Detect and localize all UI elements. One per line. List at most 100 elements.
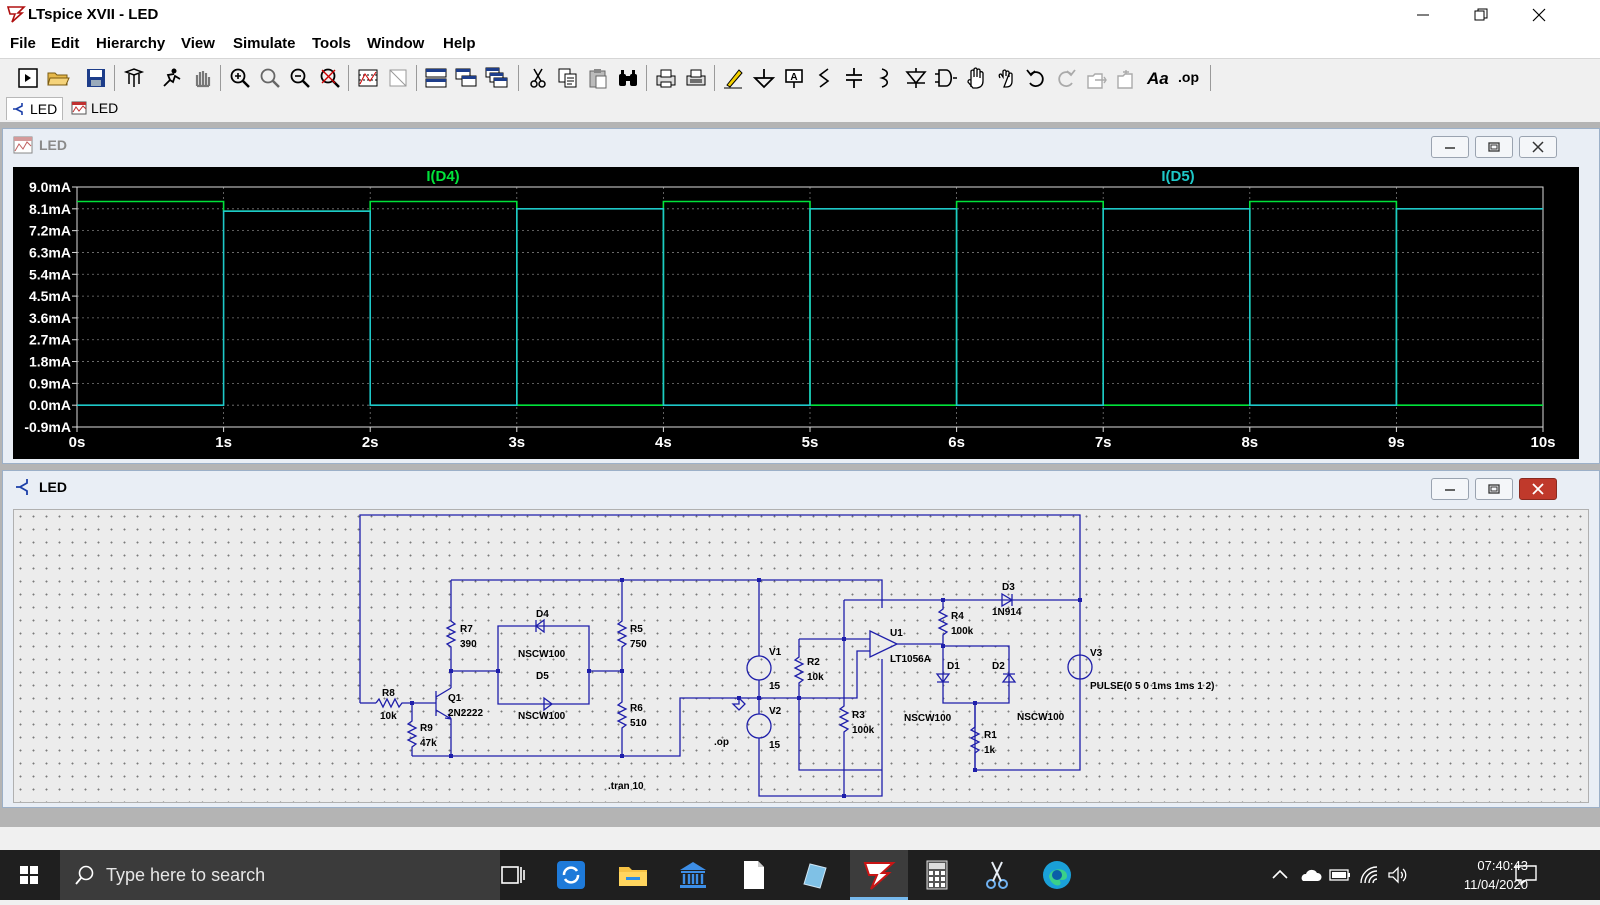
- edge-icon[interactable]: [1040, 858, 1074, 892]
- sync-icon[interactable]: [554, 858, 588, 892]
- redo-icon[interactable]: [1054, 66, 1078, 90]
- transistor-q1[interactable]: [435, 671, 452, 756]
- print-icon[interactable]: [654, 66, 678, 90]
- ground-icon[interactable]: [752, 66, 776, 90]
- tile-vertical-icon[interactable]: [454, 66, 478, 90]
- print-preview-icon[interactable]: [684, 66, 708, 90]
- voltage-source-v1[interactable]: [746, 655, 772, 681]
- tab-waveform[interactable]: LED: [66, 97, 123, 119]
- ltspice-taskbar-button[interactable]: [850, 850, 908, 900]
- inductor-icon[interactable]: [872, 66, 896, 90]
- schematic-drawing[interactable]: R8 10k R9 47k Q1 2N2222 R7 390 D4 NSCW10…: [14, 510, 1588, 802]
- paste-icon[interactable]: [586, 66, 610, 90]
- tile-horizontal-icon[interactable]: [424, 66, 448, 90]
- menu-view[interactable]: View: [181, 35, 215, 52]
- resistor-r4[interactable]: [937, 600, 1010, 770]
- drag-icon[interactable]: [994, 66, 1018, 90]
- text-icon[interactable]: Aa: [1146, 66, 1170, 90]
- menu-help[interactable]: Help: [443, 35, 476, 52]
- voltage-source-v3[interactable]: [1067, 654, 1093, 680]
- minimize-button[interactable]: [1394, 0, 1452, 30]
- led-d1[interactable]: [935, 673, 951, 684]
- find-icon[interactable]: [616, 66, 640, 90]
- notepad-icon[interactable]: [736, 858, 770, 892]
- bank-icon[interactable]: [676, 858, 710, 892]
- led-d4[interactable]: [534, 618, 545, 634]
- waveform-minimize-button[interactable]: [1431, 136, 1469, 158]
- menu-edit[interactable]: Edit: [51, 35, 80, 52]
- resistor-r3[interactable]: [838, 600, 850, 796]
- file-explorer-icon[interactable]: [616, 858, 650, 892]
- waveform-close-button[interactable]: [1519, 136, 1557, 158]
- schematic-minimize-button[interactable]: [1431, 478, 1469, 500]
- schematic-maximize-button[interactable]: [1475, 478, 1513, 500]
- fft-icon[interactable]: [386, 66, 410, 90]
- voltage-source-v2[interactable]: [746, 713, 772, 739]
- mirror-icon[interactable]: [1114, 66, 1138, 90]
- cut-icon[interactable]: [526, 66, 550, 90]
- start-button[interactable]: [0, 850, 58, 900]
- undo-icon[interactable]: [1024, 66, 1048, 90]
- opamp-u1[interactable]: [869, 629, 899, 659]
- menu-hierarchy[interactable]: Hierarchy: [96, 35, 166, 52]
- autorange-icon[interactable]: [356, 66, 380, 90]
- menu-file[interactable]: File: [10, 35, 36, 52]
- label-net-icon[interactable]: A: [782, 66, 806, 90]
- zoom-in-icon[interactable]: [228, 66, 252, 90]
- capacitor-icon[interactable]: [842, 66, 866, 90]
- y-tick-label: 8.1mA: [29, 201, 71, 217]
- spice-directive-icon[interactable]: .op: [1176, 66, 1200, 90]
- new-schematic-icon[interactable]: [16, 66, 40, 90]
- chevron-up-icon[interactable]: [1270, 866, 1290, 884]
- zoom-pan-icon[interactable]: [258, 66, 282, 90]
- resistor-icon[interactable]: [812, 66, 836, 90]
- paint-icon[interactable]: [798, 858, 832, 892]
- rotate-icon[interactable]: [1084, 66, 1108, 90]
- resistor-r2[interactable]: [793, 639, 882, 771]
- led-d2[interactable]: [1001, 672, 1017, 683]
- resistor-r8[interactable]: [375, 697, 436, 709]
- schematic-canvas[interactable]: R8 10k R9 47k Q1 2N2222 R7 390 D4 NSCW10…: [13, 509, 1589, 803]
- component-icon[interactable]: [934, 66, 958, 90]
- resistor-r5-r6[interactable]: [616, 580, 628, 756]
- onedrive-icon[interactable]: [1298, 866, 1322, 884]
- move-icon[interactable]: [964, 66, 988, 90]
- diode-d3[interactable]: [1001, 592, 1014, 608]
- led-d5[interactable]: [543, 696, 554, 712]
- volume-icon[interactable]: [1386, 865, 1410, 885]
- calculator-icon[interactable]: [920, 858, 954, 892]
- schematic-close-button[interactable]: [1519, 478, 1557, 500]
- close-button[interactable]: [1510, 0, 1568, 30]
- taskbar-search[interactable]: Type here to search: [60, 850, 500, 900]
- menu-simulate[interactable]: Simulate: [233, 35, 296, 52]
- schematic-window-titlebar[interactable]: LED: [3, 471, 1599, 503]
- draw-wire-icon[interactable]: [722, 66, 746, 90]
- save-icon[interactable]: [84, 66, 108, 90]
- menu-window[interactable]: Window: [367, 35, 425, 52]
- clock-date[interactable]: 11/04/2020: [1463, 877, 1528, 892]
- menu-tools[interactable]: Tools: [312, 35, 351, 52]
- resistor-r9[interactable]: [406, 703, 418, 756]
- open-icon[interactable]: [46, 66, 70, 90]
- halt-icon[interactable]: [190, 66, 214, 90]
- tab-schematic[interactable]: LED: [6, 97, 64, 120]
- run-icon[interactable]: [160, 66, 184, 90]
- waveform-plot[interactable]: 9.0mA8.1mA7.2mA6.3mA5.4mA4.5mA3.6mA2.7mA…: [13, 167, 1579, 459]
- resistor-r7[interactable]: [445, 580, 457, 671]
- snipping-tool-icon[interactable]: [980, 858, 1014, 892]
- waveform-window-titlebar[interactable]: LED: [3, 129, 1599, 161]
- wifi-icon[interactable]: [1358, 865, 1382, 885]
- copy-icon[interactable]: [556, 66, 580, 90]
- resistor-r1[interactable]: [969, 703, 981, 770]
- control-panel-icon[interactable]: [122, 66, 146, 90]
- diode-icon[interactable]: [904, 66, 928, 90]
- zoom-out-icon[interactable]: [288, 66, 312, 90]
- task-view-icon[interactable]: [496, 858, 530, 892]
- cascade-icon[interactable]: [484, 66, 508, 90]
- restore-button[interactable]: [1452, 0, 1510, 30]
- zoom-fit-icon[interactable]: [318, 66, 342, 90]
- waveform-maximize-button[interactable]: [1475, 136, 1513, 158]
- battery-icon[interactable]: [1328, 867, 1352, 883]
- notification-icon[interactable]: [1514, 864, 1538, 886]
